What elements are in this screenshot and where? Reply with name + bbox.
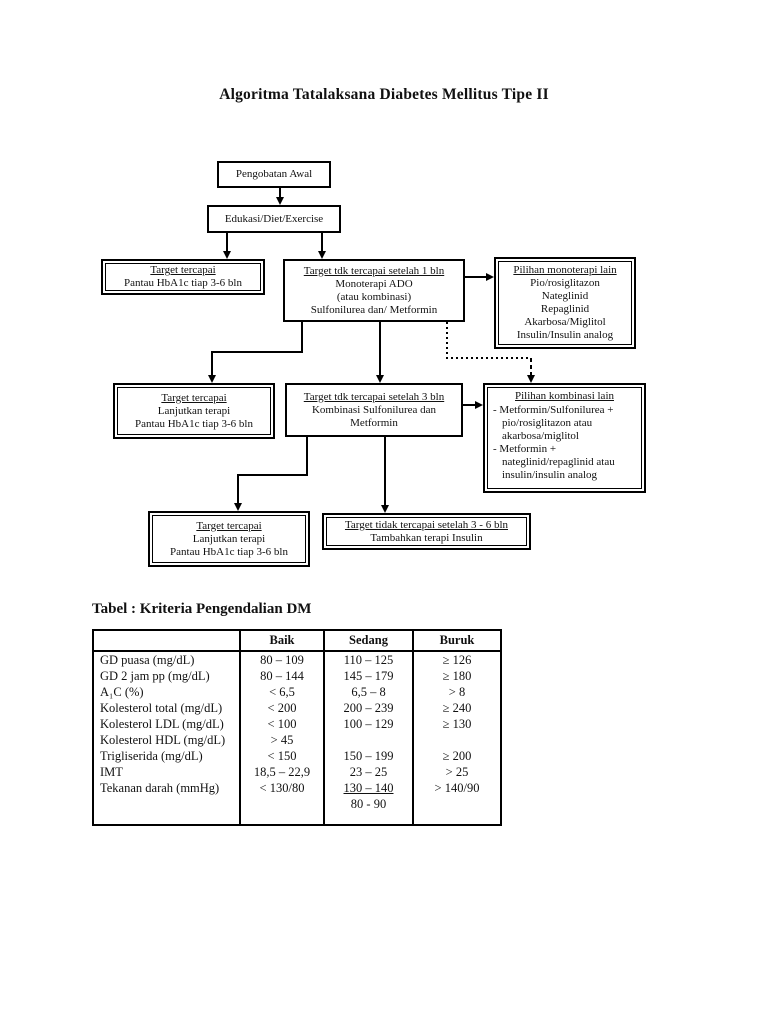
cell-sedang: 145 – 179 xyxy=(325,668,414,684)
cell-sedang xyxy=(325,732,414,748)
cell-sedang: 200 – 239 xyxy=(325,700,414,716)
cell-baik: 80 – 109 xyxy=(241,652,325,668)
cell-sedang: 23 – 25 xyxy=(325,764,414,780)
cell-sedang: 100 – 129 xyxy=(325,716,414,732)
flow-box-target-tercapai-3: Target tercapai Lanjutkan terapi Pantau … xyxy=(148,511,310,567)
flow-box-line: Sulfonilurea dan/ Metformin xyxy=(310,303,438,316)
flow-box-line: Pilihan kombinasi lain xyxy=(515,390,614,402)
flow-box-line: Target tercapai xyxy=(150,264,216,276)
cell-buruk: ≥ 240 xyxy=(442,701,472,715)
flow-box-target-tercapai-2: Target tercapai Lanjutkan terapi Pantau … xyxy=(113,383,275,439)
cell-buruk: > 8 xyxy=(448,685,466,699)
flow-box-line: Akarbosa/Miglitol xyxy=(524,316,606,328)
cell-sedang: 110 – 125 xyxy=(325,652,414,668)
table-header-sedang: Sedang xyxy=(325,631,414,652)
cell-buruk: ≥ 180 xyxy=(442,669,472,683)
flow-box-line: Target tdk tercapai setelah 3 bln xyxy=(303,390,445,403)
flow-box-tdk-tercapai-1bln: Target tdk tercapai setelah 1 bln Monote… xyxy=(283,259,465,322)
flow-box-tambah-insulin: Target tidak tercapai setelah 3 - 6 bln … xyxy=(322,513,531,550)
flow-box-list-item: - Metformin/Sulfonilurea + pio/rosiglita… xyxy=(493,404,614,442)
flow-box-line: (atau kombinasi) xyxy=(336,290,412,303)
flow-box-line: Tambahkan terapi Insulin xyxy=(370,531,483,544)
cell-buruk: > 140/90 xyxy=(434,781,480,795)
table-caption: Tabel : Kriteria Pengendalian DM xyxy=(92,601,312,617)
flow-box-line: Kombinasi Sulfonilurea dan xyxy=(311,403,437,416)
row-label: GD 2 jam pp (mg/dL) xyxy=(94,668,241,684)
flow-box-pengobatan-awal: Pengobatan Awal xyxy=(217,161,331,188)
flow-box-line: Lanjutkan terapi xyxy=(157,404,231,417)
flow-box-line: Target tercapai xyxy=(161,391,227,404)
flow-box-pilihan-monoterapi: Pilihan monoterapi lain Pio/rosiglitazon… xyxy=(494,257,636,349)
flow-box-label: Edukasi/Diet/Exercise xyxy=(224,212,324,225)
cell-baik: < 100 xyxy=(241,716,325,732)
row-label: A₁C (%) xyxy=(94,684,241,700)
flow-box-target-tercapai-1: Target tercapai Pantau HbA1c tiap 3-6 bl… xyxy=(101,259,265,295)
flow-box-line: Target tidak tercapai setelah 3 - 6 bln xyxy=(344,518,509,531)
row-label: Kolesterol total (mg/dL) xyxy=(94,700,241,716)
cell-sedang: 6,5 – 8 xyxy=(325,684,414,700)
cell-sedang: 150 – 199 xyxy=(325,748,414,764)
cell-sedang: 130 – 140 80 - 90 xyxy=(325,780,414,824)
flow-box-line: Pantau HbA1c tiap 3-6 bln xyxy=(135,417,253,430)
row-label: GD puasa (mg/dL) xyxy=(94,652,241,668)
flow-box-line: Pio/rosiglitazon xyxy=(530,277,600,289)
row-label: Kolesterol LDL (mg/dL) xyxy=(94,716,241,732)
flow-box-list-item: - Metformin + nateglinid/repaglinid atau… xyxy=(493,443,615,481)
cell-buruk: > 25 xyxy=(445,765,469,779)
flow-box-label: Pengobatan Awal xyxy=(235,168,313,180)
cell-baik: 18,5 – 22,9 xyxy=(241,764,325,780)
table-header-blank xyxy=(94,631,241,652)
cell-baik: 80 – 144 xyxy=(241,668,325,684)
criteria-table: Baik Sedang Buruk GD puasa (mg/dL) 80 – … xyxy=(92,629,502,826)
flow-box-line: Nateglinid xyxy=(541,290,589,302)
flow-box-line: Target tdk tercapai setelah 1 bln xyxy=(303,264,445,277)
cell-buruk: ≥ 126 xyxy=(442,653,472,667)
cell-baik: < 200 xyxy=(241,700,325,716)
cell-sedang-line2: 80 - 90 xyxy=(350,797,387,811)
flow-box-line: Repaglinid xyxy=(540,303,590,315)
flow-box-line: Pilihan monoterapi lain xyxy=(513,264,617,276)
cell-buruk: ≥ 130 xyxy=(442,717,472,731)
flow-box-line: Pantau HbA1c tiap 3-6 bln xyxy=(170,545,288,558)
flow-box-line: Monoterapi ADO xyxy=(335,277,413,290)
flow-box-line: Insulin/Insulin analog xyxy=(516,329,614,341)
cell-baik: < 150 xyxy=(241,748,325,764)
cell-buruk xyxy=(414,732,500,748)
cell-buruk: ≥ 200 xyxy=(442,749,472,763)
flow-box-pilihan-kombinasi: Pilihan kombinasi lain - Metformin/Sulfo… xyxy=(483,383,646,493)
flow-box-line: Target tercapai xyxy=(196,519,262,532)
flow-box-tdk-tercapai-3bln: Target tdk tercapai setelah 3 bln Kombin… xyxy=(285,383,463,437)
table-header-baik: Baik xyxy=(241,631,325,652)
flow-box-line: Lanjutkan terapi xyxy=(192,532,266,545)
cell-baik: > 45 xyxy=(241,732,325,748)
flow-box-line: Metformin xyxy=(350,416,398,429)
row-label: Trigliserida (mg/dL) xyxy=(94,748,241,764)
flow-box-edukasi: Edukasi/Diet/Exercise xyxy=(207,205,341,233)
row-label: IMT xyxy=(94,764,241,780)
cell-baik: < 6,5 xyxy=(241,684,325,700)
table-header-buruk: Buruk xyxy=(414,631,500,652)
cell-sedang-line1: 130 – 140 xyxy=(343,781,394,795)
row-label: Tekanan darah (mmHg) xyxy=(94,780,241,824)
page-title: Algoritma Tatalaksana Diabetes Mellitus … xyxy=(219,86,549,103)
cell-baik: < 130/80 xyxy=(241,780,325,824)
flow-box-line: Pantau HbA1c tiap 3-6 bln xyxy=(124,277,242,289)
row-label: Kolesterol HDL (mg/dL) xyxy=(94,732,241,748)
